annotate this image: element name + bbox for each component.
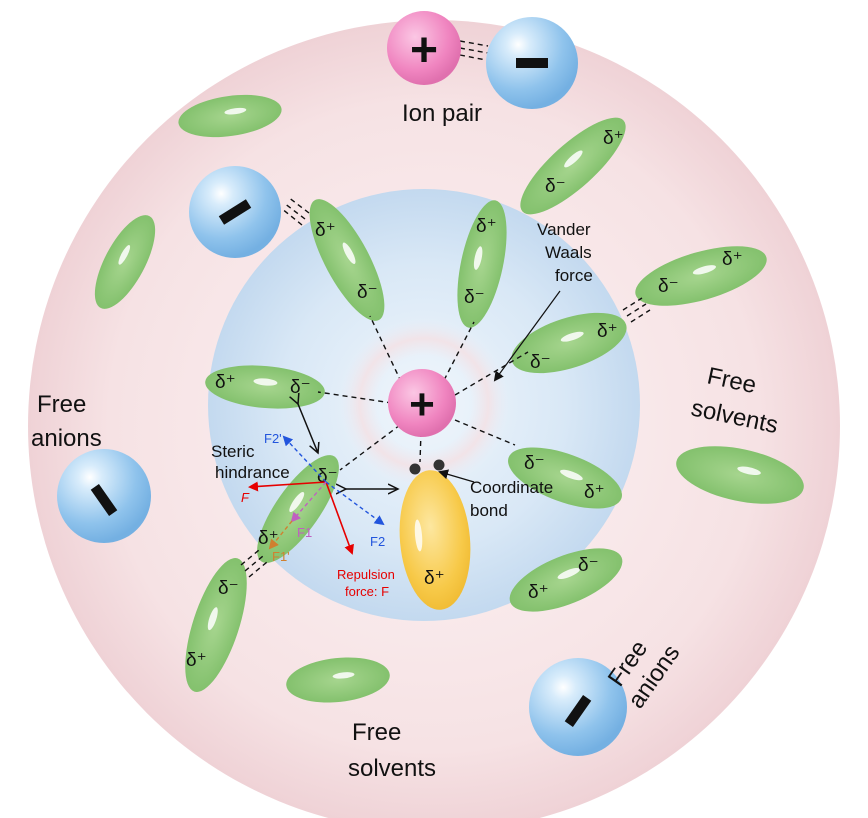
vdw-force-label-line3: force — [555, 266, 593, 285]
delta-plus: δ⁺ — [597, 321, 618, 342]
solvent-molecule — [457, 200, 507, 328]
vdw-force-label-line2: Waals — [545, 243, 592, 262]
delta-plus: δ⁺ — [603, 128, 624, 149]
vdw-force-label-line1: Vander — [537, 220, 591, 239]
solvent-molecule — [309, 199, 385, 321]
force-F1-prime-label: F1' — [272, 549, 290, 564]
free-solvent — [178, 94, 282, 138]
vdw-pointer — [493, 290, 561, 382]
solvent-molecule — [185, 558, 247, 692]
free-solvents-label-bottom-line1: Free — [352, 719, 401, 746]
free-anion-charge — [564, 695, 592, 727]
coordinate-bond-label-line1: Coordinate — [470, 478, 553, 497]
delta-plus: δ⁺ — [528, 582, 549, 603]
ion-pair-cation — [387, 11, 461, 85]
delta-minus: δ⁻ — [290, 377, 311, 398]
ion-pair-cation-charge: + — [410, 24, 438, 77]
coordinated-solvent — [399, 470, 471, 610]
ion-pair-anion-charge — [516, 58, 548, 68]
force-F1 — [290, 481, 327, 523]
delta-minus: δ⁻ — [218, 578, 239, 599]
anion-charge — [218, 199, 252, 225]
free-anions-label-left-line1: Free — [37, 391, 86, 418]
ion-pair-label: Ion pair — [402, 100, 482, 127]
force-F-label: F — [241, 490, 250, 505]
free-anion-charge — [90, 484, 118, 516]
force-F2-prime-label: F2' — [264, 431, 282, 446]
delta-minus: δ⁻ — [530, 352, 551, 373]
delta-plus: δ⁺ — [584, 482, 605, 503]
force-F1-prime — [268, 520, 293, 550]
delta-plus: δ⁺ — [186, 650, 207, 671]
cation-charge: + — [409, 380, 435, 429]
solvent-molecule — [509, 548, 623, 612]
force-F2 — [325, 481, 385, 526]
delta-plus: δ⁺ — [424, 568, 445, 589]
free-solvent — [94, 215, 156, 309]
steric-hindrance-label-line1: Steric — [211, 442, 255, 461]
partial-charges: δ⁺ δ⁻ δ⁺ δ⁻ δ⁺ δ⁻ δ⁺ δ⁻ δ⁺ δ⁻ δ⁺ δ⁻ δ⁻ δ… — [186, 128, 743, 671]
interaction-arrow — [298, 404, 318, 453]
force-F2-label: F2 — [370, 534, 385, 549]
delta-minus: δ⁻ — [464, 287, 485, 308]
force-F2-prime — [282, 435, 327, 483]
coordination-lines — [240, 40, 651, 578]
delta-plus: δ⁺ — [258, 528, 279, 549]
solvent-molecule — [635, 246, 767, 306]
central-cation — [388, 369, 456, 437]
repulsion-force-label-line1: Repulsion — [337, 567, 395, 582]
coordinate-atom — [409, 463, 421, 475]
delta-plus: δ⁺ — [215, 372, 236, 393]
steric-hindrance-label-line2: hindrance — [215, 463, 290, 482]
free-solvent — [286, 657, 390, 703]
delta-plus: δ⁺ — [315, 220, 336, 241]
delta-plus: δ⁺ — [722, 249, 743, 270]
free-solvent — [676, 446, 804, 504]
coordinate-bond-label-line2: bond — [470, 501, 508, 520]
delta-minus: δ⁻ — [545, 176, 566, 197]
delta-plus: δ⁺ — [476, 216, 497, 237]
delta-minus: δ⁻ — [658, 276, 679, 297]
delta-minus: δ⁻ — [578, 555, 599, 576]
delta-minus: δ⁻ — [524, 453, 545, 474]
coordinate-bond-pointer — [438, 469, 475, 483]
force-F — [248, 481, 327, 492]
delta-minus: δ⁻ — [357, 282, 378, 303]
force-repulsion — [325, 481, 354, 555]
force-F1-label: F1 — [297, 525, 312, 540]
coordinate-atom — [433, 459, 445, 471]
solvent-molecule — [511, 312, 627, 374]
solvent-molecule — [508, 447, 622, 509]
repulsion-force-label-line2: force: F — [345, 584, 389, 599]
solvent-molecule — [520, 117, 626, 215]
free-anions-label-left-line2: anions — [31, 425, 102, 452]
free-solvents-label-bottom-line2: solvents — [348, 755, 436, 782]
